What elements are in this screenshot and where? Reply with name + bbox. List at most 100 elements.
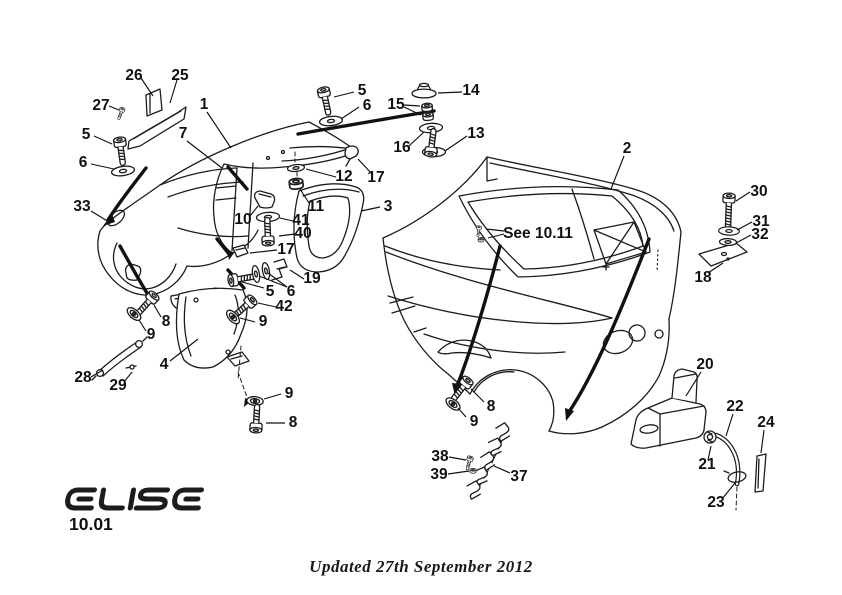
callout-1: 1 — [200, 96, 209, 113]
nut-icon — [420, 102, 434, 113]
callout-5: 5 — [82, 126, 91, 143]
callout-4: 4 — [160, 356, 169, 373]
leader-line — [707, 445, 712, 461]
leader-line — [448, 456, 467, 461]
callout-40: 40 — [294, 225, 311, 242]
leader-line — [403, 106, 422, 116]
callout-30: 30 — [750, 183, 767, 200]
leader-line — [408, 131, 425, 147]
callout-see-10-11: See 10.11 — [503, 225, 573, 242]
callout-12: 12 — [335, 168, 352, 185]
callout-10: 10 — [234, 211, 251, 228]
callout-17: 17 — [367, 169, 384, 186]
bonnet-stay-28-29-drawing — [91, 336, 148, 381]
leader-line — [186, 140, 223, 169]
leader-line — [108, 105, 120, 111]
section-number: 10.01 — [69, 514, 113, 534]
leader-line — [447, 470, 470, 475]
leader-line — [485, 228, 505, 232]
callout-21: 21 — [698, 456, 716, 473]
leader-line — [90, 210, 110, 223]
callout-33: 33 — [73, 198, 91, 215]
leader-line — [333, 91, 355, 98]
callout-8: 8 — [487, 398, 496, 415]
access-cover-20-drawing — [630, 368, 707, 449]
callout-27: 27 — [92, 97, 109, 114]
leader-line — [735, 234, 752, 244]
callout-42: 42 — [275, 298, 292, 315]
splitter-panel-drawing — [170, 287, 251, 407]
callout-18: 18 — [694, 269, 712, 286]
bolt-icon — [112, 135, 130, 167]
callout-31: 31 — [752, 213, 770, 230]
leader-line — [123, 371, 133, 383]
leader-line — [241, 281, 265, 289]
leader-line — [249, 249, 278, 254]
bolt-icon — [249, 403, 264, 434]
strap-24-drawing — [754, 453, 767, 493]
leader-line — [444, 135, 468, 152]
front-clamshell-drawing — [97, 121, 358, 296]
leader-line — [249, 205, 259, 217]
callout-6: 6 — [287, 283, 296, 300]
leader-line — [90, 369, 104, 378]
callout-19: 19 — [303, 270, 321, 287]
callout-9: 9 — [147, 326, 156, 343]
callout-37: 37 — [510, 468, 527, 485]
leader-line — [93, 135, 113, 145]
leader-line — [206, 111, 232, 149]
footer-note: Updated 27th September 2012 — [309, 557, 533, 576]
callout-23: 23 — [707, 494, 725, 511]
drain-hose-22-drawing — [713, 432, 741, 511]
well-nut-icon — [288, 176, 305, 191]
callout-8: 8 — [162, 313, 171, 330]
callout-7: 7 — [179, 125, 188, 142]
callout-3: 3 — [384, 198, 393, 215]
leader-line — [685, 371, 702, 397]
leader-line — [278, 233, 296, 237]
callout-9: 9 — [285, 385, 294, 402]
leader-line — [258, 275, 288, 288]
elise-logo: ELISE — [65, 487, 205, 511]
washer-icon — [286, 163, 306, 173]
leader-line — [493, 465, 511, 474]
plate-18-drawing — [698, 242, 748, 267]
bracket-25-26-drawing — [127, 88, 187, 150]
bolt-icon — [316, 85, 336, 117]
buffer-icon — [411, 82, 437, 99]
callout-39: 39 — [430, 466, 448, 483]
callout-15: 15 — [387, 96, 405, 113]
leader-line — [169, 338, 199, 362]
callout-16: 16 — [393, 139, 411, 156]
leader-line — [299, 188, 310, 204]
nut-icon — [469, 467, 477, 474]
leader-line — [279, 217, 294, 222]
callout-5: 5 — [358, 82, 367, 99]
leader-line — [257, 302, 277, 308]
leader-line — [340, 106, 360, 120]
washer-icon — [717, 225, 741, 237]
leader-line — [725, 413, 734, 437]
bracket-19-drawing — [271, 258, 288, 281]
leader-line — [735, 191, 751, 202]
washer-icon — [250, 264, 262, 284]
washer-icon — [318, 114, 344, 128]
washer-icon — [718, 237, 738, 247]
callout-11: 11 — [308, 198, 325, 215]
callout-8: 8 — [289, 414, 298, 431]
access-panel-drawing — [293, 183, 365, 273]
leader-line — [239, 317, 256, 323]
leader-line — [169, 79, 178, 104]
bolt-icon — [721, 192, 736, 230]
leader-line — [153, 304, 162, 318]
leader-line — [357, 158, 372, 174]
leader-line — [90, 163, 115, 170]
leader-line — [263, 393, 282, 400]
callout-9: 9 — [259, 313, 268, 330]
leader-line — [736, 221, 753, 231]
callout-25: 25 — [171, 67, 189, 84]
leader-line — [140, 77, 154, 97]
washer-icon — [110, 164, 136, 178]
callout-13: 13 — [467, 125, 485, 142]
